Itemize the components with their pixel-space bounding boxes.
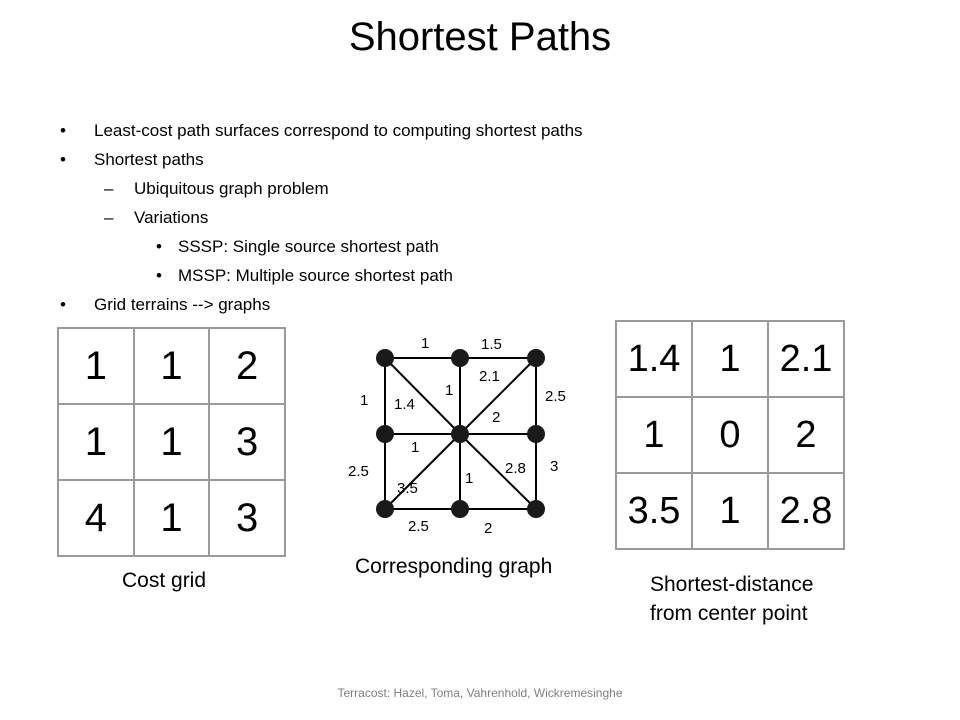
distance-grid-cell: 2.8: [769, 474, 843, 548]
graph-edge: [459, 433, 537, 510]
bullet-marker: •: [156, 237, 162, 256]
graph-node: [376, 349, 394, 367]
cost-grid: 1 1 2 1 1 3 4 1 3: [57, 327, 286, 557]
edge-label: 2: [492, 409, 500, 426]
edge-label: 1: [411, 439, 419, 456]
edge-label: 2: [484, 520, 492, 537]
edge-label: 1: [445, 382, 453, 399]
edge-label: 2.5: [545, 388, 566, 405]
bullet-text: MSSP: Multiple source shortest path: [178, 266, 453, 285]
graph-caption: Corresponding graph: [355, 555, 553, 578]
bullet-text: Least-cost path surfaces correspond to c…: [94, 121, 583, 140]
bullet-marker: •: [60, 295, 66, 314]
graph-node: [527, 500, 545, 518]
distance-grid-cell: 3.5: [617, 474, 691, 548]
distance-grid-cell: 1: [693, 474, 767, 548]
sub-sub-bullet-item: • SSSP: Single source shortest path: [60, 232, 920, 261]
edge-label: 3: [550, 458, 558, 475]
bullet-item: • Least-cost path surfaces correspond to…: [60, 116, 920, 145]
cost-grid-cell: 3: [210, 481, 284, 555]
sub-bullet-item: – Ubiquitous graph problem: [60, 174, 920, 203]
edge-label: 1: [360, 392, 368, 409]
cost-grid-cell: 1: [59, 329, 133, 403]
edge-label: 1.5: [481, 336, 502, 353]
graph-nodes: [376, 349, 545, 518]
graph-edge: [384, 357, 461, 435]
grid-graph-diagram: 1 1.5 1 1.4 1 2.1 2.5 2 1 2.5 3.5 1 2.8 …: [348, 335, 566, 537]
graph-node: [451, 425, 469, 443]
cost-grid-cell: 4: [59, 481, 133, 555]
cost-grid-cell: 1: [134, 329, 209, 403]
distance-grid-cell: 2: [769, 398, 843, 472]
graph-node: [376, 425, 394, 443]
graph-edge-labels: 1 1.5 1 1.4 1 2.1 2.5 2 1 2.5 3.5 1 2.8 …: [348, 335, 566, 537]
distance-grid-cell: 2.1: [769, 322, 843, 396]
distance-grid-cell: 1: [617, 398, 691, 472]
bullet-text: SSSP: Single source shortest path: [178, 237, 439, 256]
edge-label: 1: [465, 470, 473, 487]
edge-label: 1.4: [394, 396, 415, 413]
bullet-text: Ubiquitous graph problem: [134, 179, 329, 198]
cost-grid-cell: 1: [134, 405, 209, 479]
distance-caption-line: Shortest-distance: [650, 573, 814, 596]
cost-grid-cell: 1: [59, 405, 133, 479]
graph-edge: [459, 357, 537, 435]
distance-grid-cell: 0: [693, 398, 767, 472]
cost-grid-cell: 2: [210, 329, 284, 403]
cost-grid-cell: 1: [134, 481, 209, 555]
graph-node: [451, 349, 469, 367]
edge-label: 1: [421, 335, 429, 352]
graph-edges: [384, 357, 537, 510]
bullet-text: Shortest paths: [94, 150, 204, 169]
edge-label: 2.5: [408, 518, 429, 535]
bullet-marker: •: [156, 266, 162, 285]
edge-label: 2.8: [505, 460, 526, 477]
distance-grid: 1.4 1 2.1 1 0 2 3.5 1 2.8: [615, 320, 845, 550]
edge-label: 2.1: [479, 368, 500, 385]
edge-label: 2.5: [348, 463, 369, 480]
bullet-marker: •: [60, 150, 66, 169]
sub-bullet-item: – Variations: [60, 203, 920, 232]
slide-title: Shortest Paths: [348, 15, 612, 59]
cost-grid-cell: 3: [210, 405, 284, 479]
bullet-marker: –: [104, 179, 114, 198]
bullet-marker: –: [104, 208, 114, 227]
bullet-item: • Shortest paths: [60, 145, 920, 174]
distance-grid-cell: 1.4: [617, 322, 691, 396]
slide-footer: Terracost: Hazel, Toma, Vahrenhold, Wick…: [337, 686, 623, 700]
bullet-text: Variations: [134, 208, 209, 227]
cost-grid-caption: Cost grid: [122, 569, 207, 592]
bullet-marker: •: [60, 121, 66, 140]
graph-node: [527, 425, 545, 443]
edge-label: 3.5: [397, 480, 418, 497]
graph-edge: [384, 433, 461, 510]
graph-node: [451, 500, 469, 518]
bullet-item: • Grid terrains --> graphs: [60, 290, 920, 319]
sub-sub-bullet-item: • MSSP: Multiple source shortest path: [60, 261, 920, 290]
graph-node: [376, 500, 394, 518]
bullet-text: Grid terrains --> graphs: [94, 295, 271, 314]
distance-grid-cell: 1: [693, 322, 767, 396]
distance-grid-caption: Shortest-distance from center point: [650, 570, 870, 628]
bullet-list: • Least-cost path surfaces correspond to…: [60, 116, 920, 319]
graph-node: [527, 349, 545, 367]
distance-caption-line: from center point: [650, 602, 808, 625]
